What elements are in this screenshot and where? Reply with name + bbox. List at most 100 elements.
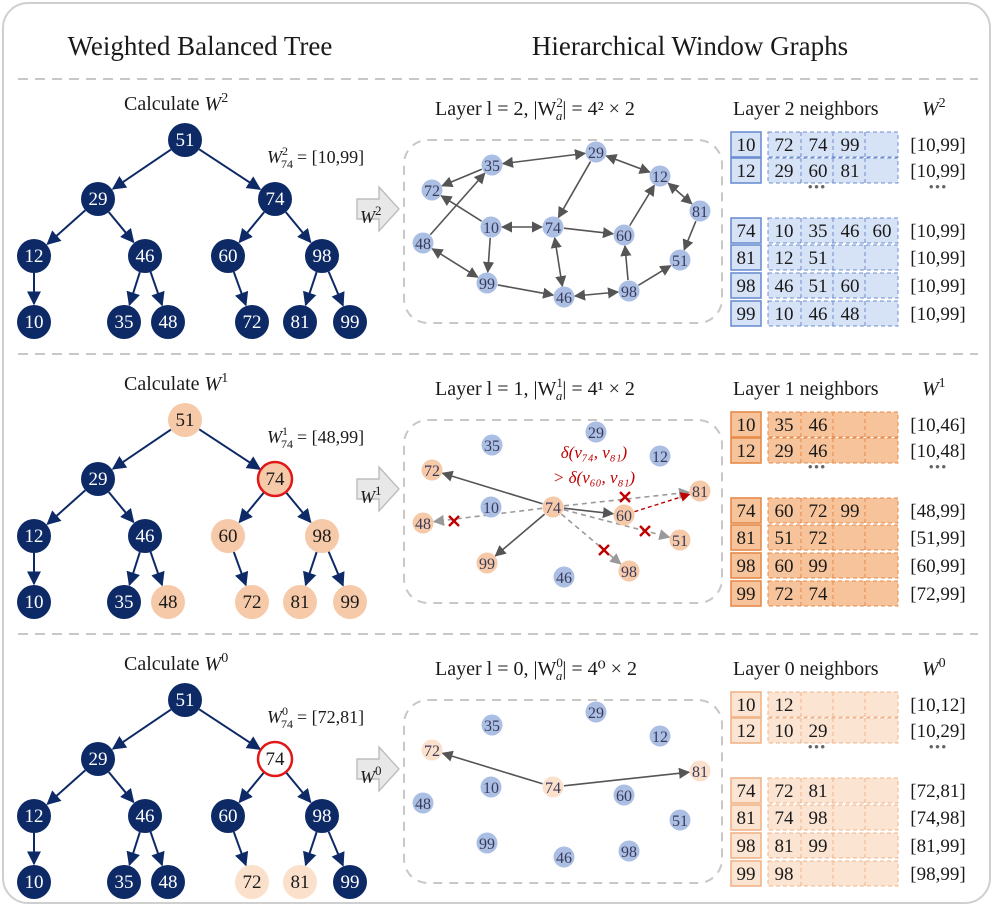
window-range: [72,99] — [910, 584, 965, 605]
graph-node-35 — [481, 714, 503, 736]
tree-edge — [108, 771, 135, 804]
neighbor-id: 98 — [809, 808, 828, 829]
graph-node-label: 98 — [621, 564, 637, 581]
neighbor-cells — [767, 804, 899, 831]
window-range: [98,99] — [910, 864, 965, 885]
neighbor-id: 35 — [809, 221, 828, 242]
neighbor-id: 46 — [809, 441, 828, 462]
tree-node-12 — [17, 519, 51, 553]
graph-node-label: 51 — [672, 253, 688, 270]
tree-node-10 — [17, 585, 51, 619]
id-cell — [730, 437, 762, 464]
neighbor-cells — [767, 832, 899, 859]
tree-edge — [111, 148, 172, 190]
tree-node-label: 98 — [313, 806, 332, 827]
graph-node-label: 10 — [483, 500, 499, 517]
tree-edge — [327, 271, 345, 307]
graph-node-label: 60 — [616, 228, 632, 245]
tree-node-label: 51 — [176, 410, 195, 431]
graph-node-29 — [585, 421, 607, 443]
window-range: [10,12] — [910, 695, 965, 716]
graph-node-label: 10 — [483, 220, 499, 237]
graph-edge — [429, 172, 486, 236]
tree-edge — [198, 148, 262, 190]
graph-node-label: 12 — [652, 729, 668, 746]
neighbor-id: 60 — [775, 501, 794, 522]
graph-node-label: 46 — [556, 570, 572, 587]
graph-node-46 — [553, 846, 575, 868]
window-range: [10,99] — [910, 135, 965, 156]
tree-node-label: 99 — [341, 592, 360, 613]
tree-edge — [46, 769, 86, 805]
tree-edge — [126, 831, 141, 867]
graph-node-99 — [476, 552, 498, 574]
tree-node-99 — [333, 585, 367, 619]
tree-node-35 — [107, 585, 141, 619]
tree-node-label: 46 — [136, 246, 155, 267]
tree-node-99 — [333, 865, 367, 899]
left-header: Weighted Balanced Tree — [68, 31, 333, 61]
tree-node-48 — [151, 305, 185, 339]
pruned-edge — [560, 513, 622, 565]
neighbor-id: 81 — [841, 161, 860, 182]
tree-edge — [285, 211, 312, 244]
tree-edge — [285, 771, 312, 804]
graph-edge — [563, 507, 615, 519]
arrow-label: W0 — [360, 763, 382, 787]
graph-node-72 — [421, 739, 443, 761]
graph-edge — [482, 237, 495, 274]
right-header: Hierarchical Window Graphs — [532, 31, 848, 61]
node-id: 99 — [737, 584, 756, 605]
tree-edge — [238, 491, 265, 524]
tree-node-98 — [305, 239, 339, 273]
neighbor-id: 60 — [873, 221, 892, 242]
tree-node-12 — [17, 239, 51, 273]
neighbor-id: 46 — [841, 221, 860, 242]
neighbor-id: 10 — [775, 721, 794, 742]
tree-edge — [232, 271, 249, 307]
tree-node-51 — [168, 683, 202, 717]
graph-node-48 — [412, 512, 434, 534]
graph-node-label: 74 — [545, 220, 561, 237]
arrow-label: W1 — [360, 483, 382, 507]
tree-node-label: 60 — [219, 246, 238, 267]
neighbors-symbol: W2 — [922, 96, 946, 120]
window-range: [10,99] — [910, 248, 965, 269]
ellipsis: ••• — [929, 180, 948, 196]
window-range: [51,99] — [910, 528, 965, 549]
tree-node-label: 81 — [291, 872, 310, 893]
neighbors-title: Layer 1 neighbors — [733, 378, 879, 400]
tree-node-29 — [81, 462, 115, 496]
tree-node-label: 72 — [243, 592, 262, 613]
window-range: [10,46] — [910, 415, 965, 436]
tree-node-10 — [17, 305, 51, 339]
neighbor-id: 51 — [809, 248, 828, 269]
tree-node-label: 35 — [115, 312, 134, 333]
graph-node-label: 35 — [484, 718, 500, 735]
neighbor-id: 51 — [809, 276, 828, 297]
neighbor-id: 81 — [775, 836, 794, 857]
neighbor-id: 72 — [809, 528, 828, 549]
graph-edge — [557, 161, 592, 219]
tree-edge — [232, 551, 249, 587]
id-cell — [730, 244, 762, 271]
tree-node-29 — [81, 182, 115, 216]
tree-node-label: 60 — [219, 526, 238, 547]
graph-edge — [550, 236, 567, 288]
graph-node-label: 74 — [545, 500, 561, 517]
graph-box — [403, 419, 723, 604]
id-cell — [730, 131, 762, 158]
tree-node-29 — [81, 742, 115, 776]
tree-node-98 — [305, 799, 339, 833]
tree-edge — [303, 551, 318, 587]
graph-node-label: 72 — [424, 463, 440, 480]
graph-node-label: 29 — [588, 705, 604, 722]
window-range: [72,81] — [910, 781, 965, 802]
neighbors-symbol: W1 — [922, 376, 946, 400]
